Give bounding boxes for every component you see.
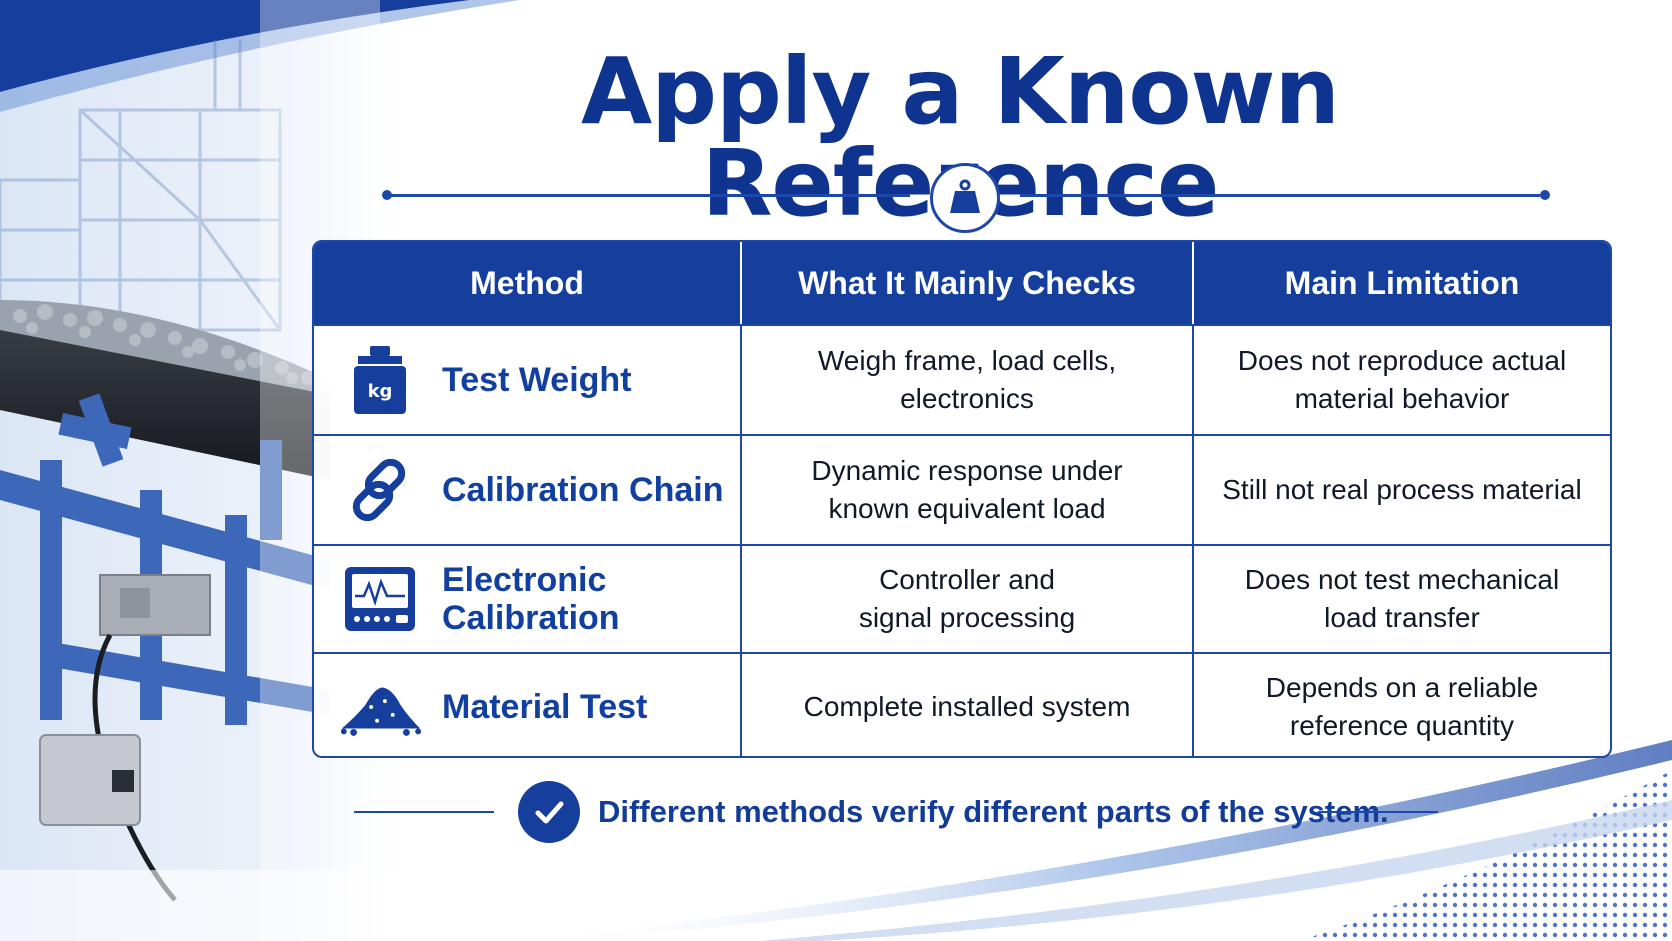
monitor-icon [336,559,424,639]
weight-icon [930,163,1000,233]
header-limitation: Main Limitation [1284,264,1520,301]
test-weight-icon-label: kg [368,381,393,402]
divider-dot-left [382,190,392,200]
table-header: Method What It Mainly Checks Main Limita… [314,242,1610,324]
method-cell: Material Test [314,654,742,756]
chain-icon [336,450,424,530]
table-row: kg Test Weight Weigh frame, load cells, e… [314,324,1610,434]
divider-line-right [1020,194,1540,197]
check-circle-icon [518,781,580,843]
limitation-line: load transfer [1324,602,1480,633]
table-row: Electronic Calibration Controller and sig… [314,544,1610,652]
checks-line: Weigh frame, load cells, [817,345,1117,376]
footer-line-left [354,811,494,813]
test-weight-icon: kg [336,340,424,420]
footer-statement: Different methods verify different parts… [598,794,1389,829]
checks-line: Complete installed system [803,691,1131,722]
limitation-line: Still not real process material [1222,474,1582,505]
divider-line-left [390,194,910,197]
checks-line: known equivalent load [828,493,1106,524]
method-cell: Electronic Calibration [314,546,742,652]
limitation-cell: Does not reproduce actual material behavi… [1194,326,1610,434]
checks-line: electronics [900,383,1034,414]
method-cell: Calibration Chain [314,436,742,544]
table-row: Calibration Chain Dynamic response under… [314,434,1610,544]
checks-cell: Weigh frame, load cells, electronics [742,326,1194,434]
method-cell: kg Test Weight [314,326,742,434]
limitation-cell: Does not test mechanical load transfer [1194,546,1610,652]
table-row: Material Test Complete installed system … [314,652,1610,756]
header-method: Method [314,242,742,324]
limitation-line: Does not test mechanical [1244,564,1560,595]
limitation-line: Does not reproduce actual [1237,345,1567,376]
checks-cell: Controller and signal processing [742,546,1194,652]
limitation-line: Depends on a reliable [1265,672,1539,703]
limitation-line: reference quantity [1289,710,1515,741]
method-name: Material Test [442,688,648,726]
limitation-cell: Still not real process material [1194,436,1610,544]
method-name: Test Weight [442,361,632,399]
footer-line-right [1318,811,1438,813]
limitation-line: material behavior [1294,383,1510,414]
comparison-table: Method What It Mainly Checks Main Limita… [312,240,1612,758]
header-checks: What It Mainly Checks [742,242,1194,324]
method-name: Electronic Calibration [442,561,620,637]
checks-line: signal processing [858,602,1076,633]
limitation-cell: Depends on a reliable reference quantity [1194,654,1610,756]
method-name: Calibration Chain [442,471,724,509]
checks-line: Controller and [879,564,1055,595]
checks-cell: Dynamic response under known equivalent l… [742,436,1194,544]
divider-dot-right [1540,190,1550,200]
checks-cell: Complete installed system [742,654,1194,756]
checks-line: Dynamic response under [811,455,1123,486]
material-pile-icon [336,667,424,747]
